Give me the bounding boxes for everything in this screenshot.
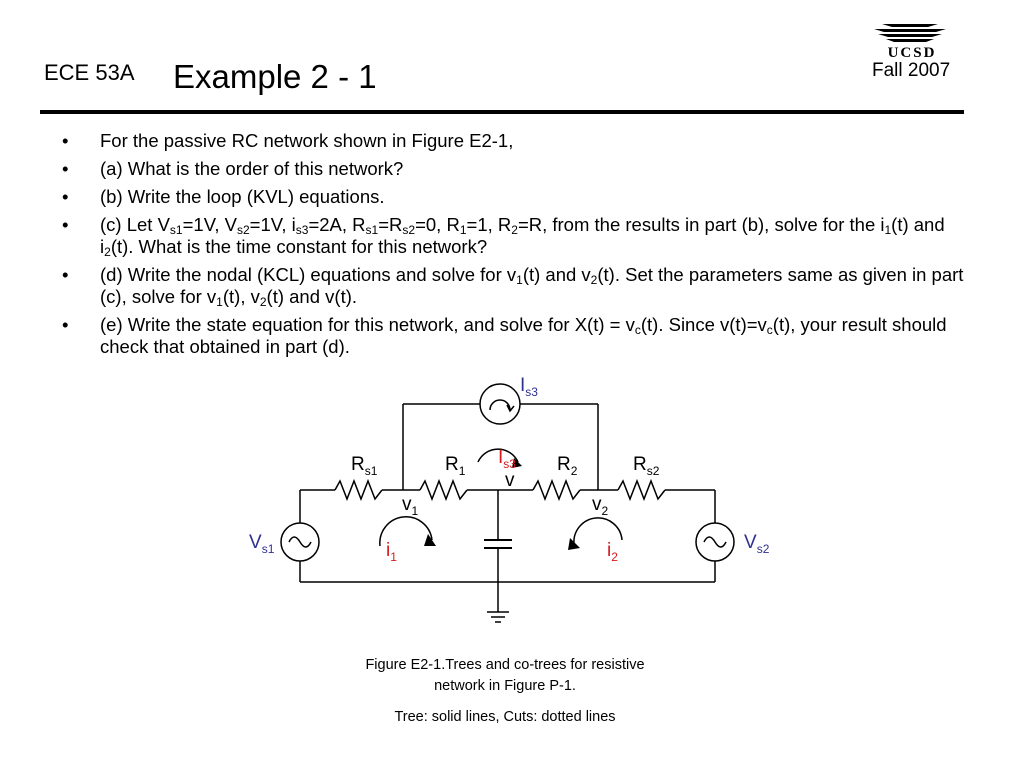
resistor-r2 bbox=[532, 478, 581, 502]
loop-arrow-is3 bbox=[477, 448, 519, 463]
bullet-subscript: 2 bbox=[590, 273, 598, 287]
bullet-text: =1V, i bbox=[249, 214, 296, 235]
bullet-item: • (e) Write the state equation for this n… bbox=[62, 314, 982, 358]
caption-line-2: network in Figure P-1. bbox=[434, 678, 576, 694]
term-label: Fall 2007 bbox=[872, 60, 951, 81]
loop-arrow-i1 bbox=[379, 516, 433, 547]
bullet-subscript: 1 bbox=[459, 223, 467, 237]
label-r1: R1 bbox=[445, 454, 466, 478]
bullet-text: (t), your result should check that obtai… bbox=[100, 314, 947, 357]
circuit-diagram: Is3 Is3 Rs1 R1 R2 Rs2 v v1 v2 Vs1 Vs2 i1… bbox=[249, 375, 770, 623]
bullet-subscript: s2 bbox=[402, 223, 416, 237]
bullet-text: (e) Write the state equation for this ne… bbox=[100, 314, 635, 335]
label-r2: R2 bbox=[557, 454, 578, 478]
label-is3-loop: Is3 bbox=[498, 447, 516, 471]
bullet-marker: • bbox=[62, 264, 69, 285]
slide-title: Example 2 - 1 bbox=[173, 58, 377, 95]
bullet-item: • For the passive RC network shown in Fig… bbox=[62, 130, 982, 152]
voltage-source-vs1 bbox=[280, 522, 320, 562]
bullet-text: =0, R bbox=[415, 214, 460, 235]
label-v1: v1 bbox=[402, 494, 419, 518]
bullet-subscript: s1 bbox=[365, 223, 379, 237]
bullet-marker: • bbox=[62, 186, 69, 207]
label-rs2: Rs2 bbox=[633, 454, 660, 478]
bullet-text: (t) and v(t). bbox=[266, 286, 358, 307]
bullet-text: (t). Since v(t)=v bbox=[640, 314, 767, 335]
svg-text:UCSD: UCSD bbox=[888, 45, 937, 60]
bullet-subscript: s3 bbox=[295, 223, 309, 237]
label-vs2: Vs2 bbox=[744, 532, 770, 556]
bullet-text: (t). What is the time constant for this … bbox=[110, 236, 488, 257]
bullet-marker: • bbox=[62, 314, 69, 335]
resistor-rs2 bbox=[617, 478, 666, 502]
figure-caption: Figure E2-1.Trees and co-trees for resis… bbox=[300, 655, 710, 728]
bullet-marker: • bbox=[62, 130, 69, 151]
bullet-item: • (a) What is the order of this network? bbox=[62, 158, 982, 180]
loop-arrow-i2 bbox=[573, 517, 623, 545]
title-divider bbox=[40, 110, 964, 114]
arrowhead bbox=[424, 534, 436, 546]
resistor-rs1 bbox=[334, 478, 383, 502]
bullet-item: • (b) Write the loop (KVL) equations. bbox=[62, 186, 982, 208]
bullet-text: For the passive RC network shown in Figu… bbox=[100, 130, 514, 151]
bullet-marker: • bbox=[62, 214, 69, 235]
bullet-subscript: 2 bbox=[511, 223, 518, 237]
capacitor bbox=[484, 539, 512, 549]
bullet-subscript: 2 bbox=[259, 295, 267, 309]
bullet-list: • For the passive RC network shown in Fig… bbox=[62, 130, 982, 364]
label-i2: i2 bbox=[607, 540, 618, 564]
bullet-text: (a) What is the order of this network? bbox=[100, 158, 404, 179]
bullet-text: =2A, R bbox=[308, 214, 366, 235]
resistor-r1 bbox=[419, 478, 468, 502]
bullet-text: (c) Let V bbox=[100, 214, 170, 235]
bullet-subscript: c bbox=[766, 323, 773, 337]
ucsd-logo: UCSD bbox=[874, 24, 946, 60]
bullet-subscript: c bbox=[634, 323, 641, 337]
ground-symbol bbox=[487, 611, 509, 623]
label-i1: i1 bbox=[386, 540, 397, 564]
label-vs1: Vs1 bbox=[249, 532, 275, 556]
label-rs1: Rs1 bbox=[351, 454, 378, 478]
voltage-source-vs2 bbox=[695, 522, 735, 562]
bullet-text: (d) Write the nodal (KCL) equations and … bbox=[100, 264, 517, 285]
bullet-text: =1, R bbox=[466, 214, 512, 235]
arrowhead bbox=[512, 458, 522, 468]
current-source-is3 bbox=[479, 383, 521, 425]
label-v: v bbox=[505, 470, 515, 491]
bullet-item: • (d) Write the nodal (KCL) equations and… bbox=[62, 264, 982, 308]
bullet-subscript: 1 bbox=[884, 223, 892, 237]
label-is3-top: Is3 bbox=[520, 375, 538, 399]
bullet-subscript: 2 bbox=[104, 245, 111, 259]
course-code: ECE 53A bbox=[44, 60, 135, 85]
arrowhead bbox=[568, 538, 580, 550]
bullet-text: (t) and i bbox=[100, 214, 945, 257]
bullet-subscript: 1 bbox=[516, 273, 523, 287]
bullet-text: =1V, V bbox=[182, 214, 237, 235]
caption-line-3: Tree: solid lines, Cuts: dotted lines bbox=[394, 709, 616, 725]
bullet-text: (t). Set the parameters same as given in… bbox=[100, 264, 964, 307]
bullet-text: =R bbox=[378, 214, 403, 235]
label-v2: v2 bbox=[592, 494, 609, 518]
bullet-item: •(c) Let Vs1=1V, Vs2=1V, is3=2A, Rs1=Rs2… bbox=[62, 214, 982, 258]
bullet-text: =R, from the results in part (b), solve … bbox=[517, 214, 885, 235]
bullet-marker: • bbox=[62, 158, 69, 179]
bullet-text: (b) Write the loop (KVL) equations. bbox=[100, 186, 385, 207]
bullet-subscript: s1 bbox=[169, 223, 183, 237]
bullet-subscript: s2 bbox=[236, 223, 250, 237]
caption-line-1: Figure E2-1.Trees and co-trees for resis… bbox=[365, 657, 645, 673]
bullet-text: (t) and v bbox=[522, 264, 591, 285]
bullet-text: (t), v bbox=[222, 286, 260, 307]
bullet-subscript: 1 bbox=[216, 295, 223, 309]
